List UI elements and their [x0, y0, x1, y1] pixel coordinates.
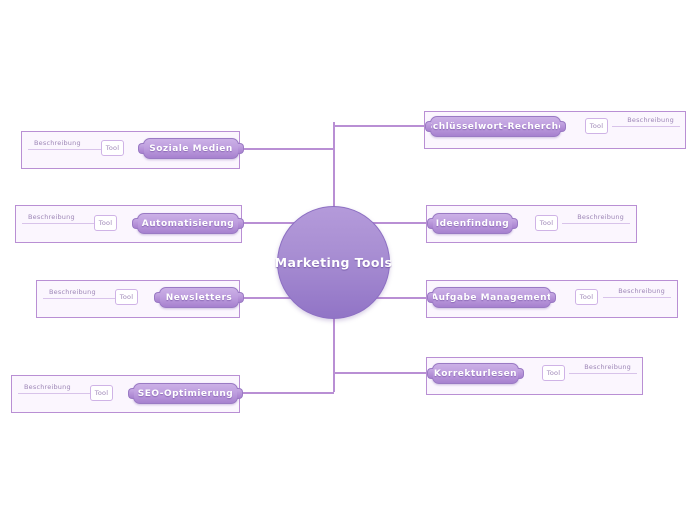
- pill-connector-nub-right-schluesselwort-recherche: [560, 121, 566, 132]
- description-rule-soziale-medien: [28, 149, 102, 150]
- description-label-newsletters: Beschreibung: [49, 288, 96, 296]
- description-rule-aufgabe-management: [603, 297, 671, 298]
- pill-connector-nub-left-aufgabe-management: [427, 292, 433, 303]
- connector-line-korrekturlesen: [333, 372, 433, 374]
- description-rule-automatisierung: [22, 223, 96, 224]
- topic-pill-label-aufgabe-management: Aufgabe Management: [431, 292, 552, 303]
- topic-pill-label-automatisierung: Automatisierung: [141, 218, 235, 229]
- connector-line-schluesselwort-recherche: [333, 125, 431, 127]
- description-stub-ideenfindung[interactable]: Beschreibung: [562, 210, 630, 224]
- description-rule-korrekturlesen: [569, 373, 637, 374]
- pill-connector-nub-left-ideenfindung: [427, 218, 433, 229]
- connector-line-seo-optimierung: [239, 392, 334, 394]
- topic-pill-label-seo-optimierung: SEO-Optimierung: [137, 388, 234, 399]
- pill-connector-nub-right-newsletters: [238, 292, 244, 303]
- tool-chip-newsletters[interactable]: Tool: [115, 289, 138, 305]
- tool-chip-automatisierung[interactable]: Tool: [94, 215, 117, 231]
- topic-pill-schluesselwort-recherche[interactable]: Schlüsselwort-Recherche: [425, 116, 566, 137]
- tool-chip-label-soziale-medien: Tool: [105, 144, 120, 152]
- description-rule-seo-optimierung: [18, 393, 92, 394]
- pill-connector-nub-right-ideenfindung: [512, 218, 518, 229]
- pill-connector-nub-right-aufgabe-management: [550, 292, 556, 303]
- pill-connector-nub-right-korrekturlesen: [518, 368, 524, 379]
- topic-pill-label-schluesselwort-recherche: Schlüsselwort-Recherche: [425, 121, 566, 132]
- topic-pill-newsletters[interactable]: Newsletters: [154, 287, 244, 308]
- tool-chip-aufgabe-management[interactable]: Tool: [575, 289, 598, 305]
- topic-pill-label-newsletters: Newsletters: [165, 292, 233, 303]
- description-label-automatisierung: Beschreibung: [28, 213, 75, 221]
- description-label-korrekturlesen: Beschreibung: [584, 363, 631, 371]
- topic-pill-soziale-medien[interactable]: Soziale Medien: [138, 138, 244, 159]
- tool-chip-korrekturlesen[interactable]: Tool: [542, 365, 565, 381]
- tool-chip-soziale-medien[interactable]: Tool: [101, 140, 124, 156]
- description-label-soziale-medien: Beschreibung: [34, 139, 81, 147]
- tool-chip-label-aufgabe-management: Tool: [579, 293, 594, 301]
- description-rule-newsletters: [43, 298, 117, 299]
- tool-chip-label-schluesselwort-recherche: Tool: [589, 122, 604, 130]
- topic-pill-automatisierung[interactable]: Automatisierung: [132, 213, 244, 234]
- description-stub-automatisierung[interactable]: Beschreibung: [22, 210, 96, 224]
- topic-pill-label-ideenfindung: Ideenfindung: [435, 218, 510, 229]
- description-label-aufgabe-management: Beschreibung: [618, 287, 665, 295]
- description-stub-newsletters[interactable]: Beschreibung: [43, 285, 117, 299]
- tool-chip-seo-optimierung[interactable]: Tool: [90, 385, 113, 401]
- pill-connector-nub-left-korrekturlesen: [427, 368, 433, 379]
- topic-pill-korrekturlesen[interactable]: Korrekturlesen: [427, 363, 524, 384]
- description-stub-aufgabe-management[interactable]: Beschreibung: [603, 284, 671, 298]
- pill-connector-nub-right-seo-optimierung: [237, 388, 243, 399]
- topic-pill-label-korrekturlesen: Korrekturlesen: [433, 368, 518, 379]
- description-stub-soziale-medien[interactable]: Beschreibung: [28, 136, 102, 150]
- tool-chip-ideenfindung[interactable]: Tool: [535, 215, 558, 231]
- topic-pill-ideenfindung[interactable]: Ideenfindung: [427, 213, 518, 234]
- description-label-schluesselwort-recherche: Beschreibung: [627, 116, 674, 124]
- description-label-seo-optimierung: Beschreibung: [24, 383, 71, 391]
- tool-chip-label-newsletters: Tool: [119, 293, 134, 301]
- topic-pill-label-soziale-medien: Soziale Medien: [149, 143, 233, 154]
- connector-line-aufgabe-management: [333, 297, 433, 299]
- connector-line-ideenfindung: [333, 222, 433, 224]
- description-rule-schluesselwort-recherche: [612, 126, 680, 127]
- tool-chip-label-seo-optimierung: Tool: [94, 389, 109, 397]
- pill-connector-nub-right-soziale-medien: [238, 143, 244, 154]
- pill-connector-nub-left-newsletters: [154, 292, 160, 303]
- description-rule-ideenfindung: [562, 223, 630, 224]
- connector-line-soziale-medien: [239, 148, 334, 150]
- tool-chip-schluesselwort-recherche[interactable]: Tool: [585, 118, 608, 134]
- tool-chip-label-automatisierung: Tool: [98, 219, 113, 227]
- pill-connector-nub-left-soziale-medien: [138, 143, 144, 154]
- tool-chip-label-ideenfindung: Tool: [539, 219, 554, 227]
- description-stub-korrekturlesen[interactable]: Beschreibung: [569, 360, 637, 374]
- topic-pill-aufgabe-management[interactable]: Aufgabe Management: [427, 287, 556, 308]
- description-stub-seo-optimierung[interactable]: Beschreibung: [18, 380, 92, 394]
- pill-connector-nub-right-automatisierung: [238, 218, 244, 229]
- description-stub-schluesselwort-recherche[interactable]: Beschreibung: [612, 113, 680, 127]
- pill-connector-nub-left-seo-optimierung: [128, 388, 134, 399]
- tool-chip-label-korrekturlesen: Tool: [546, 369, 561, 377]
- pill-connector-nub-left-schluesselwort-recherche: [425, 121, 431, 132]
- pill-connector-nub-left-automatisierung: [132, 218, 138, 229]
- central-node[interactable]: Marketing Tools: [274, 206, 393, 319]
- central-node-label: Marketing Tools: [274, 255, 393, 270]
- connector-line-newsletters: [239, 297, 334, 299]
- description-label-ideenfindung: Beschreibung: [577, 213, 624, 221]
- connector-line-automatisierung: [239, 222, 334, 224]
- topic-pill-seo-optimierung[interactable]: SEO-Optimierung: [128, 383, 243, 404]
